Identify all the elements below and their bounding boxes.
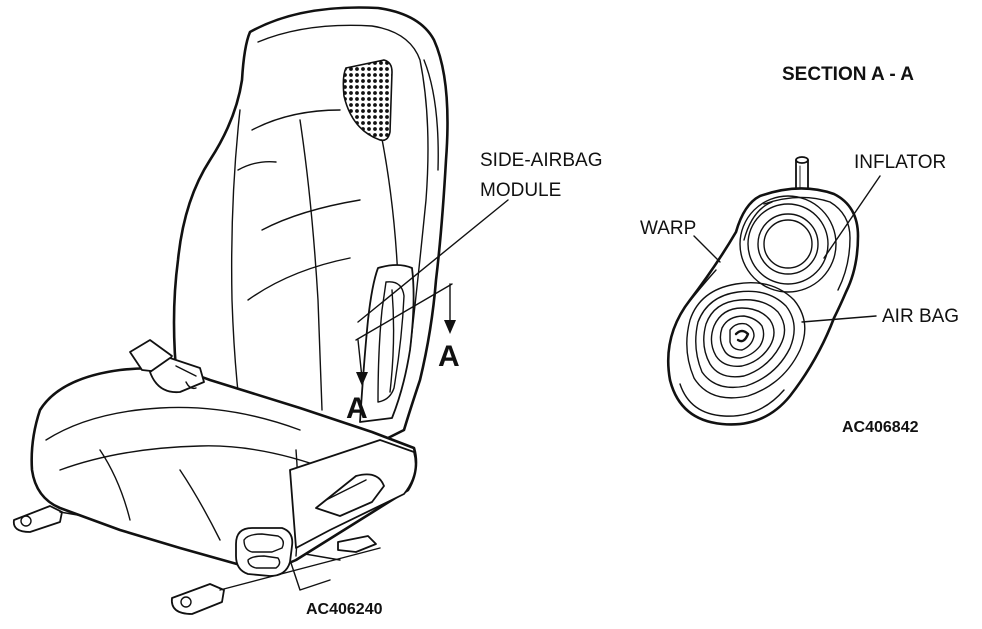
cut-label-left: A — [346, 392, 368, 425]
module-label-line1: SIDE-AIRBAG — [480, 150, 602, 171]
section-cut-line — [355, 283, 453, 341]
inflator — [739, 195, 837, 293]
module-label-line2: MODULE — [480, 180, 561, 201]
side-airbag-module — [359, 264, 415, 423]
headrest-vent — [342, 59, 393, 142]
seat-adjust-switch — [235, 527, 294, 577]
inflator-leader — [823, 175, 881, 259]
folded-air-bag — [686, 282, 806, 399]
airbag-wrap — [666, 187, 860, 426]
air-bag-label: AIR BAG — [882, 306, 959, 327]
section-illustration — [666, 156, 881, 426]
seat-belt-buckle — [129, 339, 205, 394]
warp-label: WARP — [640, 218, 696, 239]
seat-back-shell — [172, 6, 449, 442]
figure-code-seat: AC406240 — [306, 601, 383, 618]
cut-label-right: A — [438, 340, 460, 373]
seat-illustration — [12, 6, 509, 615]
inflator-label: INFLATOR — [854, 152, 946, 173]
air-bag-leader — [801, 315, 877, 323]
warp-leader — [693, 235, 721, 263]
module-leader-line — [357, 199, 509, 323]
section-arrow-left — [357, 339, 363, 379]
figure-code-section: AC406842 — [842, 419, 919, 436]
section-title: SECTION A - A — [782, 64, 914, 85]
